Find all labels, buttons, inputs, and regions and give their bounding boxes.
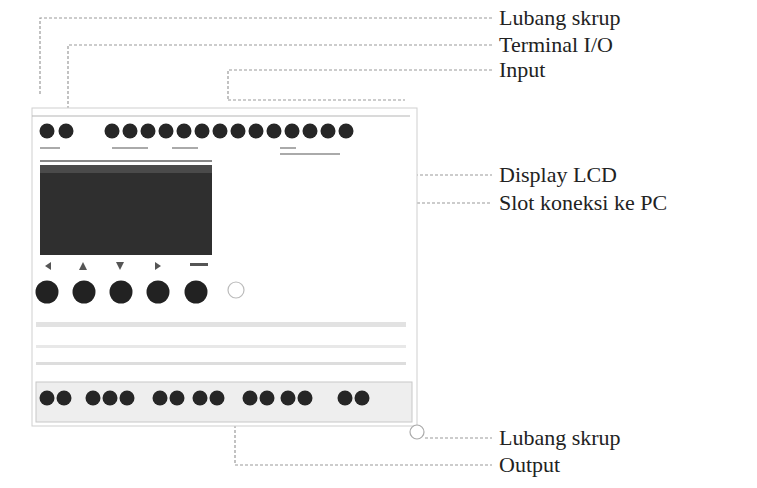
plc-body bbox=[32, 108, 424, 439]
callout-label: Display LCD bbox=[497, 163, 619, 187]
callout-label: Lubang skrup bbox=[497, 426, 623, 450]
input-terminals bbox=[40, 124, 354, 139]
callout-label: Input bbox=[497, 58, 547, 82]
callout-label: Lubang skrup bbox=[497, 6, 623, 30]
screw-hole bbox=[410, 425, 424, 439]
callout-label: Output bbox=[497, 453, 562, 477]
lcd-display bbox=[40, 165, 212, 255]
buttons bbox=[36, 281, 208, 304]
tiny-markings bbox=[40, 148, 340, 154]
callout-label: Slot koneksi ke PC bbox=[497, 191, 669, 215]
output-terminals bbox=[40, 391, 370, 406]
callout-label: Terminal I/O bbox=[497, 33, 615, 57]
arrow-marks bbox=[45, 262, 208, 270]
